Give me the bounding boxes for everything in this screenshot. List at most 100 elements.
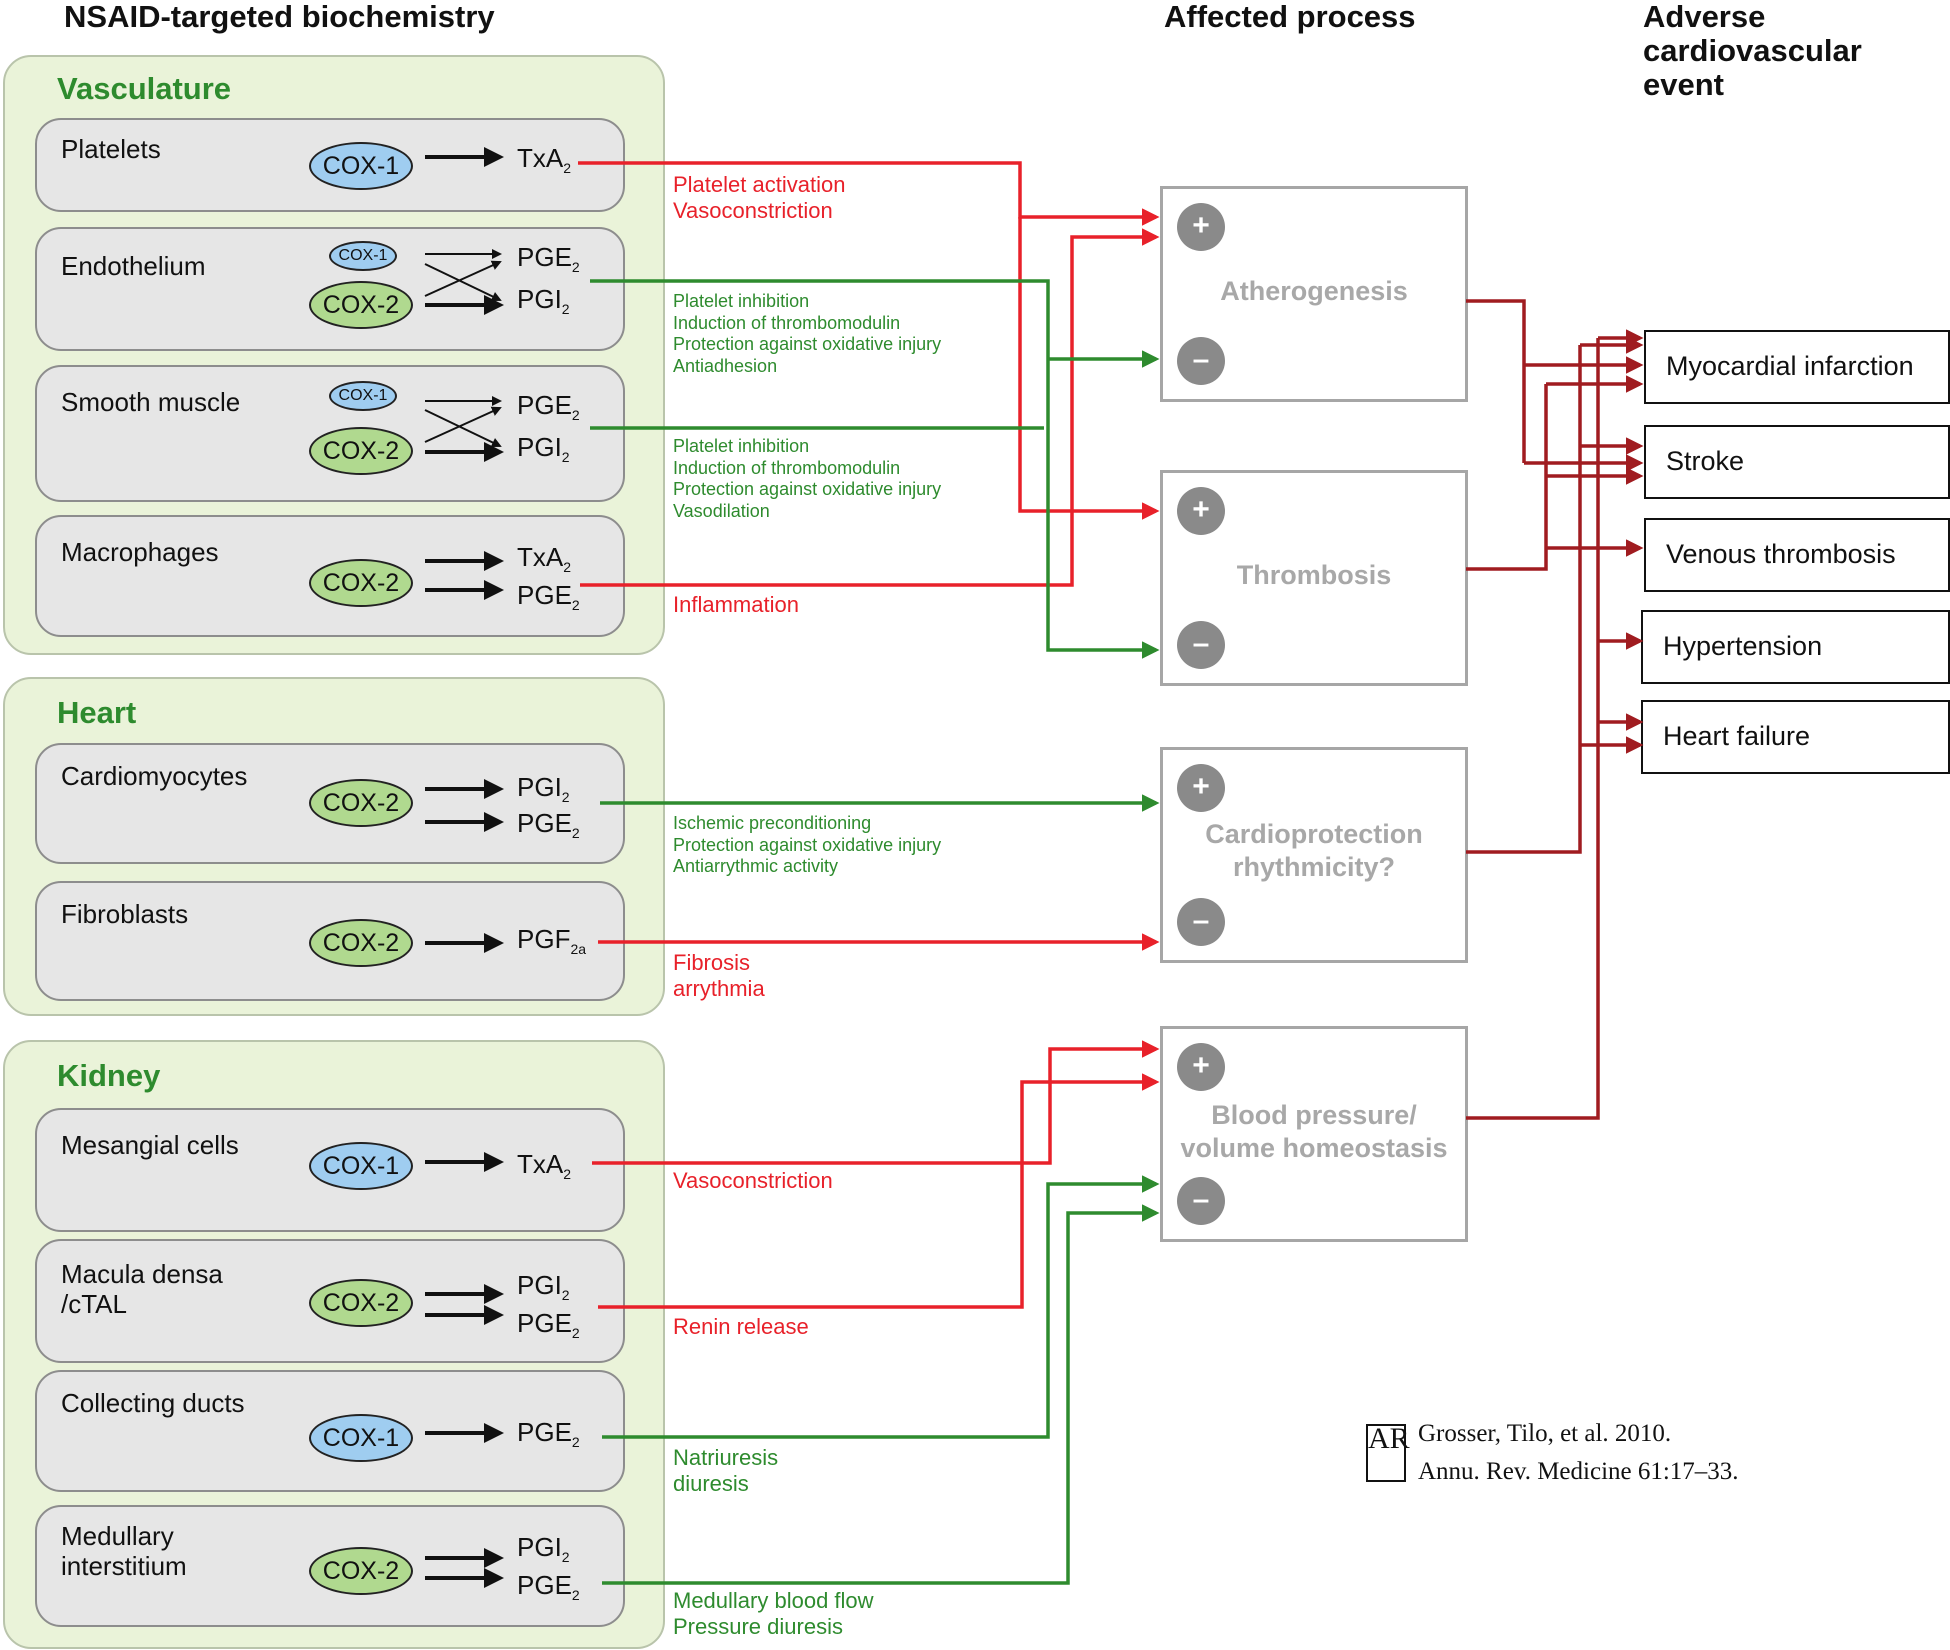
effect-smooth-muscle: Platelet inhibition Induction of thrombo…	[673, 436, 941, 522]
cell-name-macula-densa-line1: Macula densa	[61, 1259, 223, 1289]
effect-macrophages: Inflammation	[673, 592, 799, 618]
effect-text: Vasoconstriction	[673, 1168, 833, 1193]
annual-reviews-logo: AR	[1366, 1424, 1410, 1482]
cox1-enzyme-small: COX-1	[329, 381, 397, 411]
cox2-enzyme: COX-2	[309, 1279, 413, 1327]
header-affected-process: Affected process	[1164, 0, 1416, 34]
cox2-enzyme: COX-2	[309, 427, 413, 475]
cell-cardiomyocytes: Cardiomyocytes COX-2 PGI2 PGE2	[35, 743, 625, 864]
effect-medullary: Medullary blood flow Pressure diuresis	[673, 1588, 874, 1641]
minus-sign-icon: –	[1177, 621, 1225, 669]
cox1-enzyme: COX-1	[309, 142, 413, 190]
cell-name-medullary-line1: Medullary	[61, 1521, 174, 1551]
product-pge2: PGE2	[517, 242, 580, 276]
citation-line1: Grosser, Tilo, et al. 2010.	[1418, 1420, 1672, 1447]
effect-text: Renin release	[673, 1314, 809, 1339]
adverse-paths	[1466, 299, 1644, 1120]
cell-name-macrophages: Macrophages	[61, 537, 219, 567]
effect-text: Fibrosis	[673, 950, 751, 975]
path-platelets-thrombosis	[1018, 217, 1160, 520]
effect-fibroblasts: Fibrosis arrythmia	[673, 950, 765, 1003]
effect-mesangial: Vasoconstriction	[673, 1168, 833, 1194]
header-adverse-event-line1: Adverse	[1643, 0, 1766, 34]
arrow-smooth-muscle-3	[424, 406, 502, 443]
effect-text: Vasoconstriction	[673, 198, 833, 224]
cox1-enzyme: COX-1	[309, 1142, 413, 1190]
path-thrombosis-out	[1466, 384, 1548, 571]
process-label-atherogenesis: Atherogenesis	[1220, 276, 1408, 306]
product-pgi2: PGI2	[517, 772, 570, 806]
cell-name-collecting-ducts: Collecting ducts	[61, 1388, 245, 1418]
event-stroke: Stroke	[1644, 425, 1950, 499]
product-pge2: PGE2	[517, 1570, 580, 1604]
cox2-enzyme: COX-2	[309, 559, 413, 607]
cox2-enzyme: COX-2	[309, 1547, 413, 1595]
plus-sign-icon: +	[1177, 487, 1225, 535]
process-cardioprotection: + – Cardioprotection rhythmicity?	[1160, 747, 1468, 963]
effect-text: Ischemic preconditioning	[673, 813, 872, 833]
cell-medullary-interstitium: Medullary interstitium COX-2 PGI2 PGE2	[35, 1505, 625, 1627]
organ-title-vasculature: Vasculature	[57, 71, 232, 106]
cell-name-endothelium: Endothelium	[61, 251, 206, 281]
effect-text: Inflammation	[673, 592, 799, 617]
path-macrophages-atherogenesis	[580, 228, 1160, 587]
effect-text: Antiadhesion	[673, 355, 778, 376]
inhibitory-paths	[590, 279, 1160, 1585]
organ-title-kidney: Kidney	[57, 1058, 161, 1093]
product-pge2: PGE2	[517, 808, 580, 842]
organ-kidney: Kidney Mesangial cells COX-1 TxA2 Macula…	[3, 1040, 665, 1649]
effect-text: Protection against oxidative injury	[673, 479, 942, 500]
event-venous-thrombosis: Venous thrombosis	[1644, 518, 1950, 592]
product-txa2: TxA2	[517, 542, 572, 576]
header-adverse-event-line2: cardiovascular	[1643, 33, 1862, 68]
path-collecting-ducts-blood-pressure	[602, 1175, 1160, 1439]
effect-text: Protection against oxidative injury	[673, 834, 942, 855]
cell-name-smooth-muscle: Smooth muscle	[61, 387, 241, 417]
process-label-cardioprotection: Cardioprotection rhythmicity?	[1205, 819, 1423, 882]
path-platelets-atherogenesis	[578, 161, 1160, 226]
cell-name-mesangial-cells: Mesangial cells	[61, 1130, 239, 1160]
product-txa2: TxA2	[517, 143, 572, 177]
cell-name-platelets: Platelets	[61, 134, 161, 164]
effect-text: Platelet inhibition	[673, 436, 810, 456]
effect-collecting-ducts: Natriuresis diuresis	[673, 1445, 778, 1498]
effect-text: Induction of thrombomodulin	[673, 457, 901, 478]
process-atherogenesis: + – Atherogenesis	[1160, 186, 1468, 402]
cell-name-macula-densa: Macula densa /cTAL	[61, 1259, 223, 1319]
effect-macula-densa: Renin release	[673, 1314, 809, 1340]
plus-sign-icon: +	[1177, 1043, 1225, 1091]
effect-text: Medullary blood flow	[673, 1588, 874, 1613]
product-pge2: PGE2	[517, 390, 580, 424]
effect-text: diuresis	[673, 1471, 749, 1497]
effect-text: Platelet activation	[673, 172, 846, 197]
effect-text: Antiarrythmic activity	[673, 856, 839, 877]
header-adverse-event: Adverse cardiovascular event	[1643, 0, 1862, 102]
header-biochemistry: NSAID-targeted biochemistry	[64, 0, 495, 34]
effect-text: Natriuresis	[673, 1445, 779, 1470]
cox1-enzyme: COX-1	[309, 1414, 413, 1462]
path-blood-pressure-out	[1466, 338, 1600, 1120]
product-pgi2: PGI2	[517, 1270, 570, 1304]
cox1-enzyme-small: COX-1	[329, 241, 397, 271]
product-txa2: TxA2	[517, 1149, 572, 1183]
cox2-enzyme: COX-2	[309, 919, 413, 967]
header-adverse-event-line3: event	[1643, 67, 1724, 102]
arrow-endothelium-2	[424, 263, 502, 302]
arrow-smooth-muscle-2	[424, 409, 502, 448]
path-cardioprotection-out	[1466, 345, 1582, 854]
organ-vasculature: Vasculature Platelets COX-1 TxA2 Endothe…	[3, 55, 665, 655]
process-thrombosis: + – Thrombosis	[1160, 470, 1468, 686]
cell-macula-densa: Macula densa /cTAL COX-2 PGI2 PGE2	[35, 1239, 625, 1363]
minus-sign-icon: –	[1177, 337, 1225, 385]
cell-platelets: Platelets COX-1 TxA2	[35, 118, 625, 212]
cell-macrophages: Macrophages COX-2 TxA2 PGE2	[35, 515, 625, 637]
path-medullary-blood-pressure	[602, 1204, 1160, 1585]
effect-platelets: Platelet activation Vasoconstriction	[673, 172, 845, 225]
process-label-thrombosis: Thrombosis	[1236, 560, 1392, 590]
product-pgi2: PGI2	[517, 1532, 570, 1566]
cell-endothelium: Endothelium COX-1 COX-2 PGE2 PGI2	[35, 227, 625, 351]
product-pgf2a: PGF2a	[517, 924, 587, 958]
cell-smooth-muscle: Smooth muscle COX-1 COX-2 PGE2 PGI2	[35, 365, 625, 502]
minus-sign-icon: –	[1177, 1177, 1225, 1225]
